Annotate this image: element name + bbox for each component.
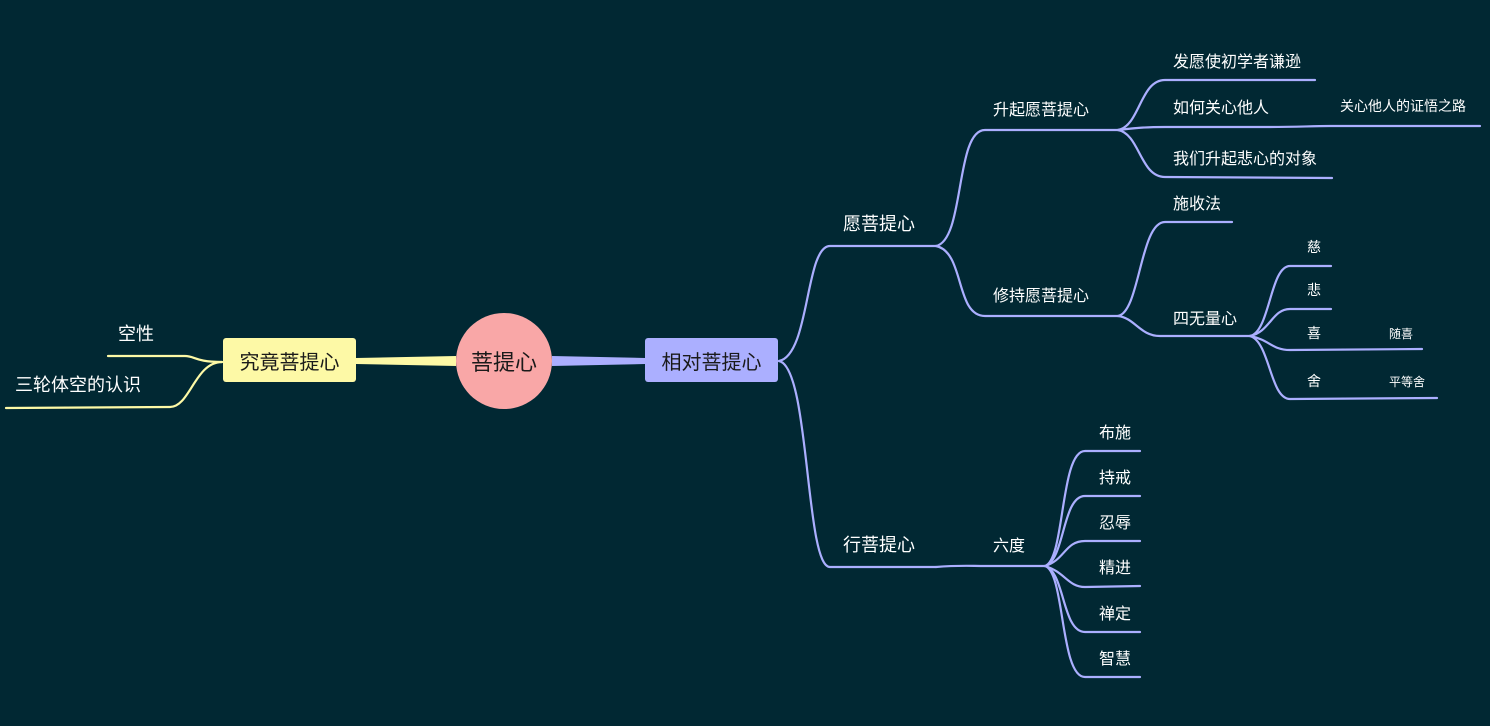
connector-im-compassion bbox=[1248, 307, 1333, 338]
relative-node[interactable]: 相对菩提心 bbox=[645, 338, 778, 382]
connector-aspiration-arising bbox=[934, 128, 1120, 248]
node-wisdom[interactable]: 智慧 bbox=[1099, 649, 1132, 668]
node-exchange[interactable]: 施收法 bbox=[1173, 194, 1222, 213]
node-practice[interactable]: 修持愿菩提心 bbox=[993, 286, 1090, 305]
node-diligence[interactable]: 精进 bbox=[1099, 558, 1132, 577]
connector-relative-aspiration bbox=[777, 244, 938, 363]
node-equanimity[interactable]: 舍 bbox=[1307, 374, 1321, 390]
connector-ultimate-emptiness bbox=[106, 354, 224, 364]
node-arising-care[interactable]: 如何关心他人 bbox=[1173, 98, 1270, 117]
connector-arising-item2 bbox=[1116, 124, 1482, 132]
node-discipline[interactable]: 持戒 bbox=[1099, 468, 1132, 487]
node-arising-objects[interactable]: 我们升起悲心的对象 bbox=[1173, 149, 1318, 168]
connector-action-six bbox=[934, 564, 1047, 569]
ultimate-label: 究竟菩提心 bbox=[239, 349, 340, 374]
node-arising-humble[interactable]: 发愿使初学者谦逊 bbox=[1173, 52, 1302, 71]
connector-arising-item3 bbox=[1116, 128, 1334, 180]
node-equal[interactable]: 平等舍 bbox=[1389, 375, 1426, 389]
connector-root-ultimate bbox=[356, 356, 456, 366]
connector-root-relative bbox=[552, 356, 645, 366]
node-aspiration[interactable]: 愿菩提心 bbox=[843, 214, 915, 235]
connector-practice-immeasurables bbox=[1116, 314, 1252, 338]
root-label: 菩提心 bbox=[470, 351, 537, 376]
node-patience[interactable]: 忍辱 bbox=[1099, 513, 1132, 532]
node-emptiness[interactable]: 空性 bbox=[118, 324, 154, 345]
connector-im-joy bbox=[1248, 334, 1424, 352]
root-node[interactable]: 菩提心 bbox=[456, 313, 552, 409]
node-care-path[interactable]: 关心他人的证悟之路 bbox=[1340, 99, 1466, 115]
node-action[interactable]: 行菩提心 bbox=[843, 535, 915, 556]
connector-six-3 bbox=[1043, 539, 1142, 568]
connector-im-equanimity bbox=[1248, 334, 1439, 401]
node-arising[interactable]: 升起愿菩提心 bbox=[993, 100, 1090, 119]
node-meditation[interactable]: 禅定 bbox=[1099, 604, 1132, 623]
connector-aspiration-practice bbox=[934, 244, 1120, 318]
node-six-perfections[interactable]: 六度 bbox=[993, 536, 1026, 555]
node-generosity[interactable]: 布施 bbox=[1099, 423, 1132, 442]
connector-practice-exchange bbox=[1116, 220, 1234, 318]
node-rejoice[interactable]: 随喜 bbox=[1389, 327, 1414, 341]
node-immeasurables[interactable]: 四无量心 bbox=[1173, 309, 1238, 328]
ultimate-node[interactable]: 究竟菩提心 bbox=[223, 338, 356, 382]
node-joy[interactable]: 喜 bbox=[1307, 326, 1321, 342]
node-compassion[interactable]: 悲 bbox=[1307, 283, 1321, 299]
connector-six-6 bbox=[1043, 564, 1142, 679]
connector-relative-action bbox=[777, 359, 938, 569]
node-three-wheels[interactable]: 三轮体空的认识 bbox=[15, 375, 141, 396]
connector-six-1 bbox=[1043, 449, 1142, 568]
connector-six-2 bbox=[1043, 494, 1142, 568]
relative-label: 相对菩提心 bbox=[661, 349, 762, 374]
connector-arising-item1 bbox=[1116, 78, 1317, 132]
node-love[interactable]: 慈 bbox=[1307, 240, 1321, 256]
connector-im-love bbox=[1248, 264, 1333, 338]
connector-ultimate-three-wheels bbox=[4, 360, 224, 410]
